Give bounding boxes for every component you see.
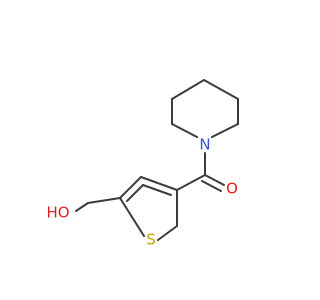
bond-th-c3-c2-inner: [142, 184, 172, 196]
amide-linker: [176, 152, 225, 192]
bond-carbonyl-o-a: [204, 174, 225, 186]
bond-th-c5-c2: [119, 176, 142, 199]
bond-th-c5-c2-inner: [126, 184, 144, 202]
bond-th-c3-c2: [140, 176, 178, 191]
nitrogen-label: N: [199, 136, 210, 154]
bond-ch2-oh: [75, 202, 89, 212]
piperidine-ring: [171, 79, 239, 138]
hydroxyl-label: HO: [46, 204, 69, 222]
sulfur-label: S: [146, 231, 156, 249]
bond-th-c4-s: [157, 225, 178, 241]
carbonyl-oxygen-label: O: [226, 180, 238, 198]
bond-ring-c6-n: [211, 123, 239, 138]
bond-ring-n-c2: [171, 123, 198, 138]
bond-ring-c4-c5: [203, 79, 239, 100]
bond-th-s-c5: [119, 197, 145, 237]
bond-carbonyl-thiophene: [176, 174, 206, 191]
bond-carbonyl-o-b: [201, 180, 222, 192]
bond-ring-c3-c4: [171, 79, 205, 100]
molecule-diagram: N O HO S: [46, 79, 239, 249]
hydroxymethyl-group: [75, 197, 121, 212]
bond-ring-ch2: [87, 197, 121, 204]
thiophene-ring: [119, 176, 178, 241]
